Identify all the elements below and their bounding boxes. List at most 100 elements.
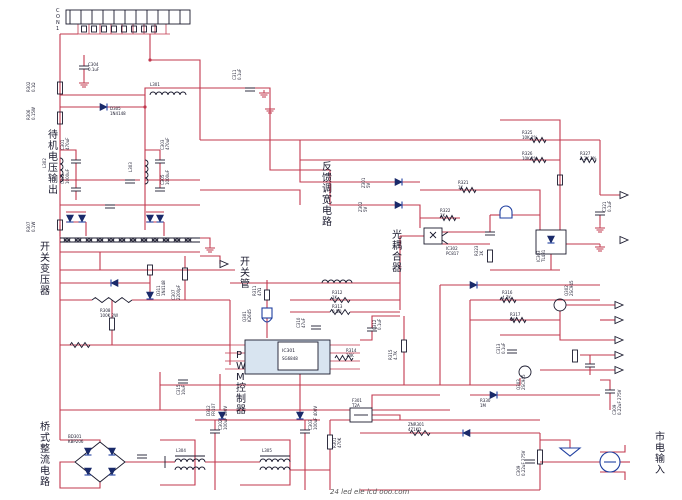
connector-pin-resistor bbox=[101, 25, 107, 33]
wire bbox=[160, 439, 196, 486]
connector-pin-resistor bbox=[91, 25, 97, 33]
q301-icon bbox=[261, 307, 273, 319]
wire bbox=[200, 139, 340, 183]
transformer-winding bbox=[107, 238, 115, 243]
transformer-winding bbox=[184, 237, 192, 242]
q301-icon bbox=[261, 317, 273, 323]
bridge-diode-icon bbox=[108, 467, 116, 476]
label-c-left2: C3021000uF bbox=[60, 168, 70, 184]
wire bbox=[559, 311, 615, 341]
resistor-r301 bbox=[327, 434, 333, 450]
inductor-l305b bbox=[259, 466, 291, 471]
feedback-sensor-icon bbox=[499, 205, 513, 219]
output-arrow-icon bbox=[614, 300, 625, 310]
label-r-in: R301470K bbox=[332, 437, 342, 448]
transformer-winding bbox=[162, 237, 170, 242]
diode-d308 bbox=[146, 214, 154, 223]
wire bbox=[149, 34, 201, 105]
output-arrow-icon bbox=[219, 259, 230, 269]
resistor-r316 bbox=[499, 296, 517, 304]
junction-dot bbox=[148, 58, 152, 62]
inductor-l301 bbox=[149, 91, 187, 96]
label-c-right2: C31510uF bbox=[176, 384, 186, 395]
wire bbox=[240, 439, 291, 486]
label-d-q1: Z3015V bbox=[361, 177, 371, 188]
label-c-bot-big2: C303100uF 400V bbox=[308, 406, 318, 430]
wire bbox=[60, 149, 77, 160]
transformer-winding bbox=[96, 238, 104, 243]
transformer-winding bbox=[184, 238, 192, 243]
label-l-top: L301 bbox=[150, 82, 160, 87]
connector-pin-resistor bbox=[111, 25, 117, 33]
connector-pin-resistor bbox=[81, 25, 87, 33]
label-switch-transformer: 开关变压器 bbox=[40, 242, 50, 297]
transformer-winding bbox=[173, 237, 181, 242]
diode-z302 bbox=[394, 201, 403, 209]
label-mains-input: 市电输入 bbox=[655, 430, 665, 476]
resistor-r309 bbox=[147, 264, 153, 276]
transformer-winding bbox=[85, 238, 93, 243]
label-c-right: C3130.1uF bbox=[496, 342, 506, 354]
wire bbox=[329, 170, 421, 228]
output-arrow-icon bbox=[619, 190, 630, 200]
resistor-r317 bbox=[509, 316, 527, 324]
label-c-sw3: C31047uF bbox=[296, 317, 306, 328]
resistor-r311 bbox=[264, 289, 270, 301]
wire bbox=[540, 439, 571, 448]
inductor-l302 bbox=[59, 157, 64, 183]
label-r-sw: R31147Ω bbox=[252, 285, 262, 296]
label-q-right2: Q3032SC945 bbox=[516, 374, 526, 390]
diode-d309 bbox=[156, 214, 164, 223]
resistor-r303 bbox=[69, 341, 91, 349]
resistor-r304 bbox=[109, 317, 115, 331]
diode-d312 bbox=[218, 411, 226, 420]
label-ic-pwm: IC301 bbox=[282, 348, 295, 354]
varistor-znr301 bbox=[409, 429, 431, 437]
inductor-switch bbox=[321, 279, 353, 284]
ground-triangle-icon bbox=[558, 447, 582, 457]
transformer-winding bbox=[107, 237, 115, 242]
wire bbox=[145, 149, 161, 160]
diode-z303 bbox=[489, 391, 498, 399]
label-l-mid1: L302 bbox=[42, 158, 47, 168]
junction-dot bbox=[143, 105, 147, 109]
wire bbox=[500, 378, 521, 386]
transformer-winding bbox=[162, 238, 170, 243]
label-bridge-rectifier: 桥式整流电路 bbox=[40, 421, 50, 488]
wire bbox=[269, 106, 330, 171]
output-arrow-icon bbox=[614, 315, 625, 325]
label-d-sw1: D3111N4148 bbox=[156, 280, 166, 296]
transformer-winding bbox=[118, 238, 126, 243]
transformer-winding bbox=[74, 237, 82, 242]
label-c-left1: C301470uF bbox=[60, 137, 70, 150]
label-feedback-circuit: 反馈调宽电路 bbox=[322, 161, 332, 228]
diode-d306 bbox=[66, 214, 74, 223]
label-switch-tube: 开关管 bbox=[240, 257, 250, 290]
inductor-l305 bbox=[259, 458, 291, 463]
resistor-r313 bbox=[329, 308, 351, 316]
label-c-x: C3090.22uF 275V bbox=[612, 389, 622, 415]
inductor-l304 bbox=[174, 458, 206, 463]
wire bbox=[60, 439, 101, 442]
resistor-r305 bbox=[57, 219, 63, 231]
inductor-l304b bbox=[174, 466, 206, 471]
transformer-winding bbox=[118, 237, 126, 242]
label-c-top2: C3110.1uF bbox=[232, 68, 242, 80]
transformer-winding bbox=[96, 237, 104, 242]
diode-d313 bbox=[296, 411, 304, 420]
bridge-diode-icon bbox=[84, 467, 92, 476]
ground-layer bbox=[79, 80, 605, 253]
resistor-r321 bbox=[459, 186, 477, 194]
transformer-winding bbox=[129, 237, 137, 242]
resistor-r308 bbox=[91, 296, 133, 304]
